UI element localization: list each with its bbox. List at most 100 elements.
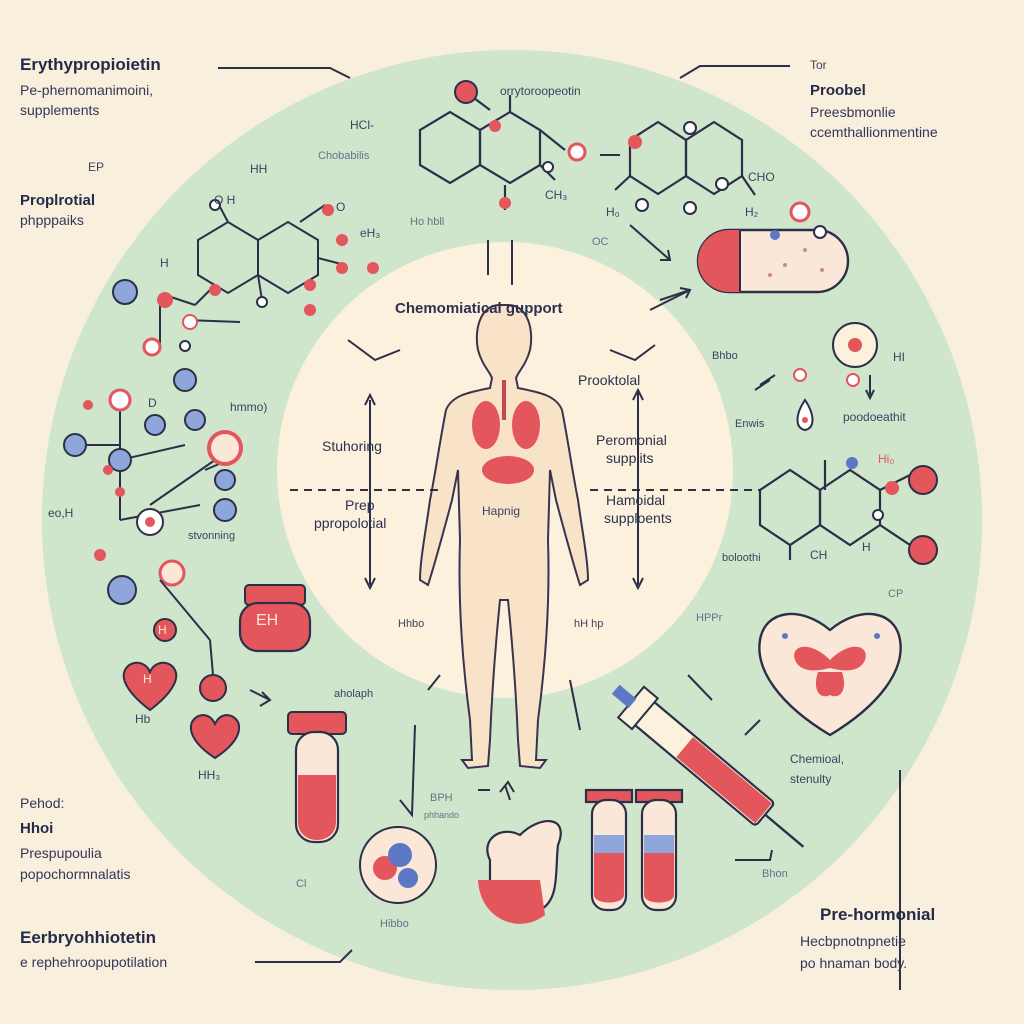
- bottom-right-sub2: po hnaman body.: [800, 955, 908, 971]
- atom-red: [199, 674, 227, 702]
- center-left-mid2: ppropolotial: [314, 515, 387, 531]
- organ-illustration: [478, 820, 562, 924]
- mol-label-o: O: [336, 200, 346, 214]
- atom-o: [683, 201, 697, 215]
- mol-label-chemical: Chemioal,: [790, 752, 845, 766]
- human-figure: [418, 304, 590, 770]
- mol-label-h0: H₀: [606, 205, 620, 219]
- mol-label-cho: CHO: [748, 170, 775, 184]
- mol-label-hhbo: Hhbo: [398, 618, 425, 630]
- test-tube-left: [287, 711, 347, 844]
- mol-label-hh: HH: [250, 162, 268, 176]
- misc-arrows: [249, 224, 875, 861]
- atom-blue: [846, 457, 858, 469]
- atom-red: [628, 135, 642, 149]
- mol-label-hi: HI: [893, 350, 905, 364]
- mol-label-h2: H₂: [745, 205, 759, 219]
- mol-label-poodoethit: poodoeathit: [843, 410, 906, 424]
- mol-label-chobablis: Chobabilis: [318, 150, 370, 162]
- top-left-sub1: Pe-phernomanimoini,: [20, 82, 154, 98]
- atom-o: [542, 161, 554, 173]
- mol-label-d: D: [148, 396, 157, 410]
- top-right-sub2: ccemthallionmentine: [810, 124, 938, 140]
- test-tubes: [584, 788, 684, 912]
- center-right-low1: Hamoidal: [606, 492, 666, 508]
- jar-illustration: [238, 584, 312, 653]
- top-right-tor: Tor: [810, 58, 827, 72]
- atom-red: [153, 618, 177, 642]
- mol-label-bph: BPH: [430, 792, 453, 804]
- atom-o: [813, 225, 827, 239]
- atom-o: [158, 559, 186, 587]
- mol-label-hhhp: hH hp: [574, 618, 604, 630]
- mol-label-bolooth: boloothi: [722, 552, 761, 564]
- hearts: [122, 661, 240, 760]
- bottom-left-head: Pehod:: [20, 795, 65, 811]
- organs: [472, 380, 540, 484]
- bottom-left-title: Hhoi: [20, 820, 54, 837]
- mol-label-enwis: Enwis: [735, 418, 765, 430]
- left-ep-label: EP: [88, 160, 105, 174]
- mol-label-stvonning: stvonning: [188, 530, 236, 542]
- mol-label-hppr: HPPr: [696, 612, 723, 624]
- bottom-right-sub1: Hecbpnotnpnetie: [800, 933, 906, 949]
- mol-label-erythro: orrytoroopeotin: [500, 84, 581, 98]
- mol-label-aholaph: aholaph: [334, 688, 374, 700]
- atom-red: [489, 120, 501, 132]
- mol-label-stability: stenulty: [790, 772, 832, 786]
- top-right-title: Proobel: [810, 82, 866, 99]
- left-sub: phpppaiks: [20, 212, 84, 228]
- bottom-left-main-sub: e rephehroopupotilation: [20, 954, 168, 970]
- center-left-mid1: Prep: [345, 497, 375, 513]
- atom-red: [499, 197, 511, 209]
- mol-label-hmmo: hmmo): [230, 400, 268, 414]
- mol-label-hio: Hi₀: [878, 452, 895, 466]
- atom-o: [635, 198, 649, 212]
- bottom-left-main: Eerbryohhiotetin: [20, 928, 157, 947]
- heart-label-1: H: [143, 672, 152, 686]
- center-body-label: Hapnig: [482, 504, 521, 518]
- mol-label-bhon: Bhon: [762, 868, 788, 880]
- left-title: Proplrotial: [20, 192, 96, 209]
- center-right-mid1: Peromonial: [596, 432, 667, 448]
- bottom-left-sub1: Prespupoulia: [20, 845, 102, 861]
- drop-icon: [796, 398, 814, 432]
- mol-label-hb: Hb: [135, 712, 151, 726]
- mol-label-hibbo: Hibbo: [380, 918, 409, 930]
- atom-o: [793, 368, 807, 382]
- heart-illustration: [758, 612, 902, 737]
- center-left-top: Stuhoring: [322, 438, 382, 454]
- bottom-left-sub2: popochormnalatis: [20, 866, 131, 882]
- atom-red: [454, 80, 478, 104]
- leader-lines: [218, 65, 901, 990]
- mol-label-h-right: H: [862, 540, 871, 554]
- center-right-low2: supploents: [604, 510, 672, 526]
- atom-blue: [107, 575, 137, 605]
- mol-label-hcl: HCl-: [350, 118, 374, 132]
- mol-label-bhbo: Bhbo: [712, 350, 738, 362]
- molecule-top-right: [614, 120, 756, 196]
- capsule-illustration: [696, 228, 850, 294]
- center-right-top: Prooktolal: [578, 372, 641, 388]
- atom-o: [789, 201, 811, 223]
- atom-cluster: [359, 826, 437, 904]
- top-right-sub1: Preesbmonlie: [810, 104, 896, 120]
- atom-red: [848, 338, 862, 352]
- mol-label-oh: O H: [214, 193, 236, 207]
- syringe-illustration: [611, 684, 805, 848]
- mol-label-eoh: eo,H: [48, 506, 74, 520]
- mol-label-h: H: [160, 256, 169, 270]
- heart-label-2: H: [158, 623, 167, 637]
- mol-label-ch3: CH₃: [545, 188, 568, 202]
- mol-label-phhando: phhando: [424, 810, 460, 820]
- jar-label: EH: [256, 612, 279, 629]
- atom-o: [567, 142, 587, 162]
- top-left-title: Erythypropioietin: [20, 55, 161, 74]
- mol-label-eh3: eH₃: [360, 226, 381, 240]
- mol-label-ch-right: CH: [810, 548, 828, 562]
- top-left-sub2: supplements: [20, 102, 100, 118]
- center-arrows: [290, 154, 760, 591]
- atom-red: [908, 465, 938, 495]
- mol-label-cp: CP: [888, 588, 904, 600]
